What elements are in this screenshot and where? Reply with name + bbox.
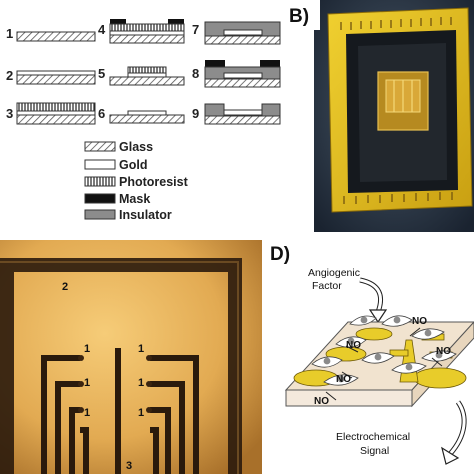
no-label-1: NO <box>412 316 427 327</box>
label-counter-electrode: 2 <box>62 281 68 293</box>
label-electrode-1c: 1 <box>84 407 90 419</box>
step-3-photoresist <box>16 102 96 125</box>
label-electrode-1f: 1 <box>138 407 144 419</box>
step-8-mask-on-insulator <box>204 60 281 88</box>
no-label-2: NO <box>346 340 361 351</box>
panel-d-schematic: D) Angiogenic Factor <box>262 232 474 474</box>
step-4-mask-exposure <box>109 19 185 44</box>
legend: Glass Gold Photoresist Mask Insulator <box>84 140 189 222</box>
legend-glass: Glass <box>84 140 153 154</box>
legend-photoresist: Photoresist <box>84 175 189 189</box>
panel-b-label: B) <box>289 6 309 27</box>
step-7-insulator <box>204 21 281 45</box>
angiogenic-label-line1: Angiogenic <box>308 267 360 279</box>
label-electrode-1e: 1 <box>138 377 144 389</box>
electrochemical-label-line1: Electrochemical <box>336 431 410 443</box>
svg-text:Gold: Gold <box>119 158 147 172</box>
step-8-number: 8 <box>192 66 199 81</box>
step-6-gold-pattern <box>109 110 185 124</box>
gold-background <box>0 240 262 474</box>
working-electrode-traces-right <box>150 355 199 474</box>
label-electrode-1d: 1 <box>138 343 144 355</box>
step-6-number: 6 <box>98 106 105 121</box>
svg-text:Glass: Glass <box>119 140 153 154</box>
no-label-3: NO <box>436 346 451 357</box>
label-reference-electrode: 3 <box>126 460 132 472</box>
step-5-developed <box>109 66 185 86</box>
no-label-4: NO <box>336 374 351 385</box>
step-2-number: 2 <box>6 68 13 83</box>
panel-a-fabrication: 1 2 3 4 5 <box>0 0 318 232</box>
step-5-number: 5 <box>98 66 105 81</box>
legend-mask: Mask <box>84 192 150 206</box>
svg-text:Photoresist: Photoresist <box>119 175 189 189</box>
panel-c-microscope: 2 1 1 1 1 1 1 3 <box>0 240 262 474</box>
electrode-micrograph: 2 1 1 1 1 1 1 3 <box>0 240 262 474</box>
step-2-gold-on-glass <box>16 70 96 85</box>
electrochemical-label-line2: Signal <box>360 445 389 457</box>
angiogenic-label-line2: Factor <box>312 280 342 292</box>
electrode-sites <box>78 355 152 413</box>
svg-text:Mask: Mask <box>119 192 150 206</box>
working-electrode-traces-left <box>41 355 89 474</box>
label-electrode-1b: 1 <box>84 377 90 389</box>
label-electrode-1a: 1 <box>84 343 90 355</box>
legend-insulator: Insulator <box>84 208 172 222</box>
step-3-number: 3 <box>6 106 13 121</box>
no-label-5: NO <box>314 396 329 407</box>
panel-d-label: D) <box>270 244 290 265</box>
legend-gold: Gold <box>84 158 147 172</box>
svg-text:Insulator: Insulator <box>119 208 172 222</box>
step-4-number: 4 <box>98 22 106 37</box>
fabrication-diagram: 1 2 3 4 5 <box>6 19 281 222</box>
step-1-number: 1 <box>6 26 13 41</box>
chip-pads <box>340 17 453 204</box>
no-release-arrows <box>325 327 443 401</box>
step-7-number: 7 <box>192 22 199 37</box>
step-9-number: 9 <box>192 106 199 121</box>
chip-photo: B) <box>286 0 474 232</box>
endothelial-cells <box>311 315 457 386</box>
panel-b-chip-photo: B) <box>286 0 474 232</box>
step-9-final-device <box>204 103 281 125</box>
angiogenesis-schematic: D) Angiogenic Factor <box>270 244 474 465</box>
step-1-glass <box>16 31 96 42</box>
